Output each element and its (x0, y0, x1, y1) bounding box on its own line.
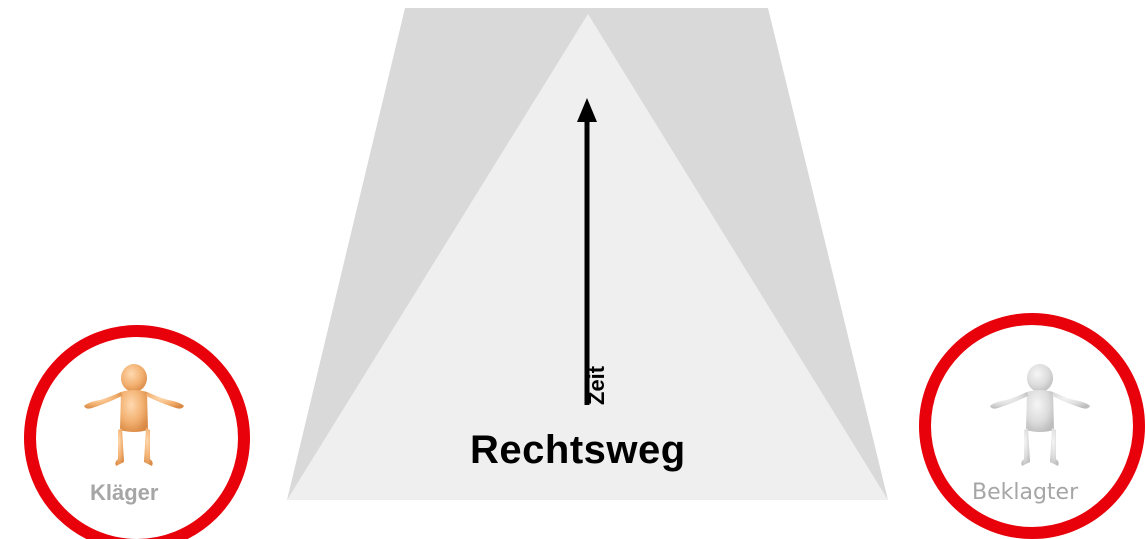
time-arrow (577, 98, 597, 405)
time-axis-label: Zeit (584, 365, 609, 405)
legal-path-label: Rechtsweg (470, 428, 686, 472)
plaintiff-label: Kläger (90, 480, 159, 505)
defendant-label: Beklagter (972, 480, 1079, 505)
plaintiff-circle (24, 325, 250, 539)
defendant-circle (919, 313, 1145, 539)
plaintiff-figure-icon (84, 364, 184, 466)
defendant-figure-icon (990, 364, 1090, 466)
